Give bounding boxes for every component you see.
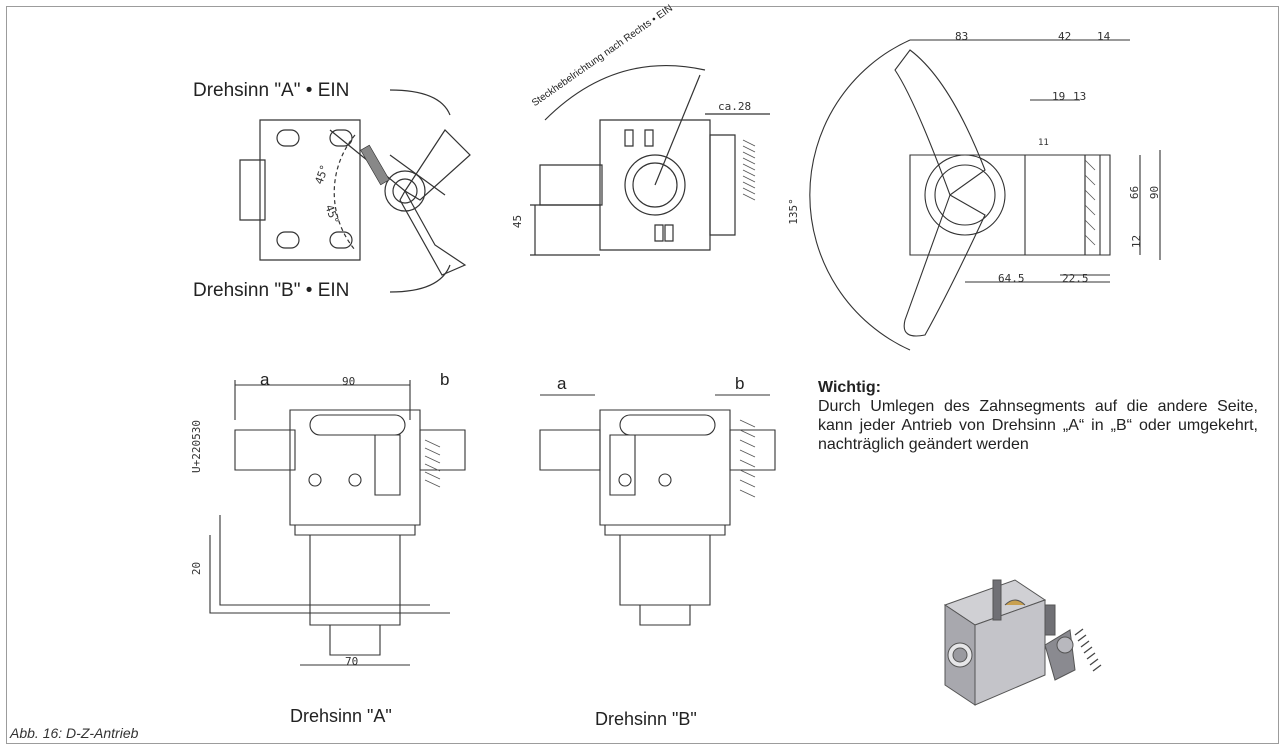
label-dim-45: 45 (511, 214, 525, 229)
label-direction-a-on: Drehsinn "A" • EIN (193, 80, 350, 101)
label-b-right: b (735, 374, 745, 393)
product-3d-image (925, 565, 1120, 715)
note-title: Wichtig: (818, 379, 881, 396)
note-body: Durch Umlegen des Zahnsegments auf die a… (818, 398, 1258, 453)
label-dim-19: 19 (1052, 90, 1066, 103)
label-dim-64-5: 64.5 (998, 272, 1025, 285)
label-drehsinn-a: Drehsinn "A" (290, 706, 392, 726)
label-dim-70: 70 (345, 655, 359, 668)
label-dim-11: 11 (1038, 138, 1049, 148)
label-dim-42: 42 (1058, 30, 1072, 43)
label-drehsinn-b: Drehsinn "B" (595, 709, 697, 729)
drawing-assembly-a (190, 375, 470, 660)
label-b-left: b (440, 370, 450, 389)
label-dim-12: 12 (1130, 234, 1144, 249)
drawing-direction-view (180, 60, 480, 310)
label-dim-22-5: 22.5 (1062, 272, 1089, 285)
label-dim-135: 135° (786, 198, 800, 225)
label-dim-66: 66 (1128, 185, 1142, 200)
figure-frame (6, 6, 1279, 744)
label-dim-13: 13 (1073, 90, 1087, 103)
drawing-front-view (505, 50, 785, 270)
label-dim-20: 20 (190, 561, 204, 576)
label-dim-90-right: 90 (1148, 185, 1162, 200)
drawing-assembly-b (530, 375, 800, 630)
label-u-code: U+220530 (189, 420, 203, 473)
label-a-right: a (557, 374, 567, 393)
drawing-dimension-view (800, 20, 1200, 355)
figure-caption: Abb. 16: D-Z-Antrieb (10, 725, 139, 741)
label-direction-b-on: Drehsinn "B" • EIN (193, 280, 350, 301)
label-dim-83: 83 (955, 30, 969, 43)
label-dim-90-bottom: 90 (342, 375, 356, 388)
label-dim-14: 14 (1097, 30, 1111, 43)
label-dim-ca28: ca.28 (718, 100, 752, 113)
note-block: Wichtig: Durch Umlegen des Zahnsegments … (818, 378, 1258, 454)
label-a-left: a (260, 370, 270, 389)
